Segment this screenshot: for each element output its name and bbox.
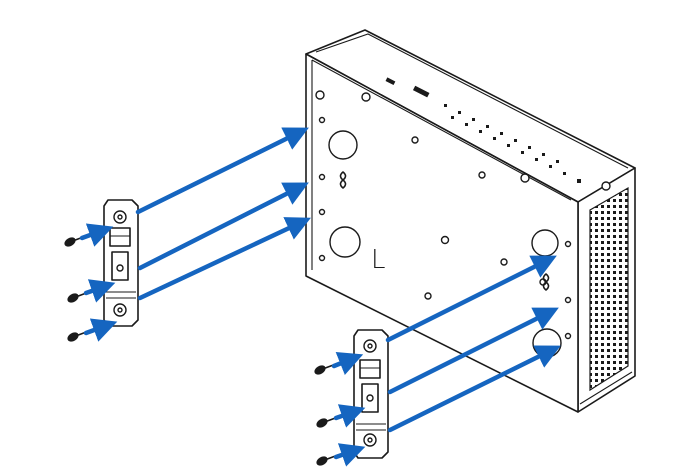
blue-arrow-icon xyxy=(137,217,311,301)
blue-arrow-icon xyxy=(331,352,364,376)
mount-hole-6 xyxy=(564,332,572,340)
din-rail-bracket-right xyxy=(353,329,389,459)
device-chassis: L xyxy=(305,29,636,413)
top-screw-2 xyxy=(520,173,530,183)
small-hole-1 xyxy=(411,136,419,144)
large-hole-3 xyxy=(531,229,559,257)
mount-hole-1 xyxy=(318,116,326,124)
small-hole-3 xyxy=(440,235,450,245)
mount-hole-3 xyxy=(318,208,326,216)
blue-arrow-icon xyxy=(83,318,118,342)
keyhole-slot-2 xyxy=(542,273,550,291)
small-hole-4 xyxy=(424,292,432,300)
small-hole-2 xyxy=(478,171,486,179)
blue-arrow-icon xyxy=(387,345,561,433)
mount-hole-2 xyxy=(318,173,326,181)
din-rail-bracket-left xyxy=(103,199,139,327)
mount-hole-4 xyxy=(564,240,572,248)
corner-hole-1 xyxy=(315,90,325,100)
side-vent-grille xyxy=(589,186,629,392)
blue-arrow-icon xyxy=(79,223,114,247)
blue-arrow-icon xyxy=(83,279,116,303)
blue-arrow-icon xyxy=(135,127,309,215)
chassis-top-ridge xyxy=(315,33,629,169)
side-face-bottom-lip xyxy=(579,371,633,405)
blue-arrow-icon xyxy=(385,255,557,343)
status-led-strip xyxy=(385,77,581,183)
mount-hole-5 xyxy=(564,296,572,304)
small-hole-5 xyxy=(500,258,508,266)
keyhole-slot xyxy=(339,171,347,189)
large-hole-2 xyxy=(329,226,361,258)
large-hole-1 xyxy=(328,130,358,160)
chassis-label-letter: L xyxy=(371,245,386,275)
blue-arrow-group xyxy=(79,127,561,467)
top-screw-1 xyxy=(361,92,371,102)
blue-arrow-icon xyxy=(333,443,366,467)
top-screw-3 xyxy=(601,181,611,191)
blue-arrow-icon xyxy=(333,404,366,428)
small-hole-6 xyxy=(318,254,326,262)
blue-arrow-icon xyxy=(387,307,559,395)
blue-arrow-icon xyxy=(137,182,309,271)
